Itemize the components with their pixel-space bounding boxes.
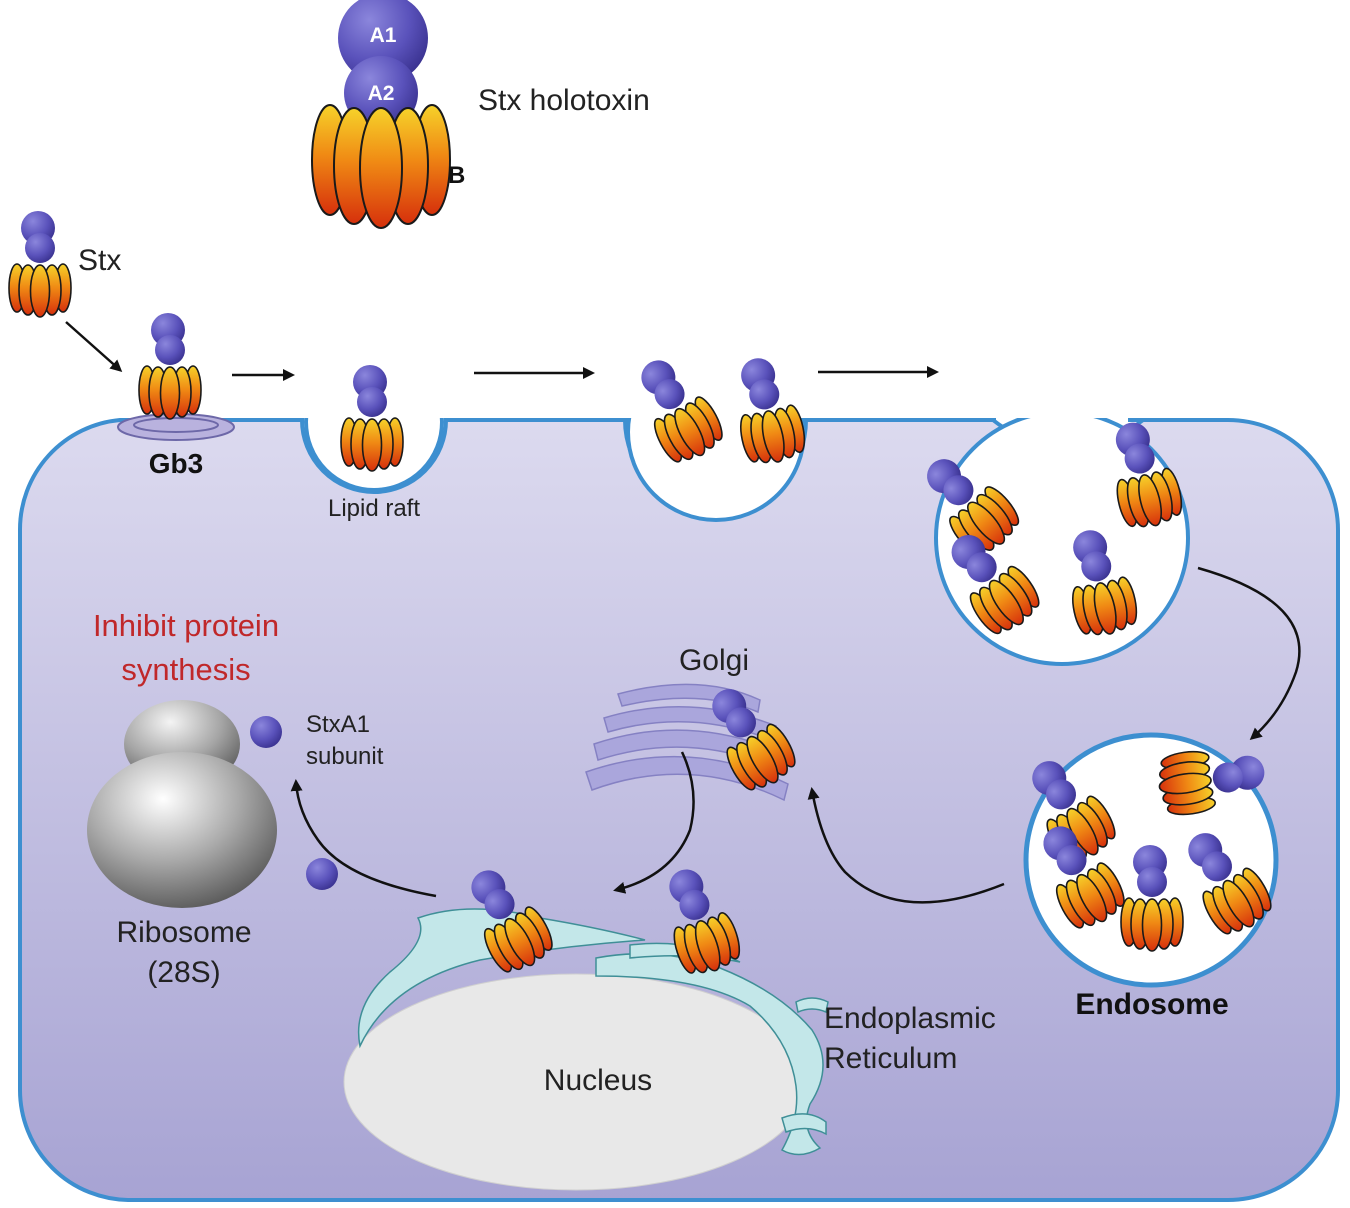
arrow-er-to-cytosol (290, 779, 437, 898)
stxa1-subunit-released (306, 858, 338, 890)
a2-label: A2 (368, 82, 395, 105)
inhibit-label-line1: Inhibit protein (93, 608, 279, 643)
ribosome-label-line2: (28S) (147, 956, 220, 989)
ribosome-label-line1: Ribosome (116, 916, 251, 949)
lipid-raft-label: Lipid raft (328, 495, 420, 522)
stxa1-label-line1: StxA1 (306, 711, 370, 738)
ribosome (87, 700, 277, 908)
stx-toxin-free (8, 210, 72, 318)
b-subunit-label: B (448, 162, 465, 189)
arrow-to-endosome (1197, 566, 1301, 740)
gb3-receptor (117, 413, 235, 441)
arrow-golgi-to-er (613, 751, 695, 894)
golgi-label: Golgi (679, 644, 749, 677)
endosome-label: Endosome (1075, 988, 1228, 1021)
er-label-line2: Reticulum (824, 1042, 957, 1075)
arrow-endosome-to-golgi (807, 787, 1005, 904)
stx-toxin-gb3 (138, 312, 202, 420)
inhibit-label-line2: synthesis (121, 652, 250, 687)
binding-arrow (65, 321, 123, 372)
holotoxin-illustration: A1 A2 (311, 0, 451, 229)
stxa1-label-line2: subunit (306, 743, 384, 770)
nucleus-label: Nucleus (544, 1064, 652, 1097)
stx-label: Stx (78, 244, 121, 277)
a1-label: A1 (370, 24, 397, 47)
er-label-line1: Endoplasmic (824, 1002, 996, 1035)
stxa1-subunit (250, 716, 282, 748)
gb3-label: Gb3 (149, 448, 203, 479)
holotoxin-label: Stx holotoxin (478, 84, 650, 117)
